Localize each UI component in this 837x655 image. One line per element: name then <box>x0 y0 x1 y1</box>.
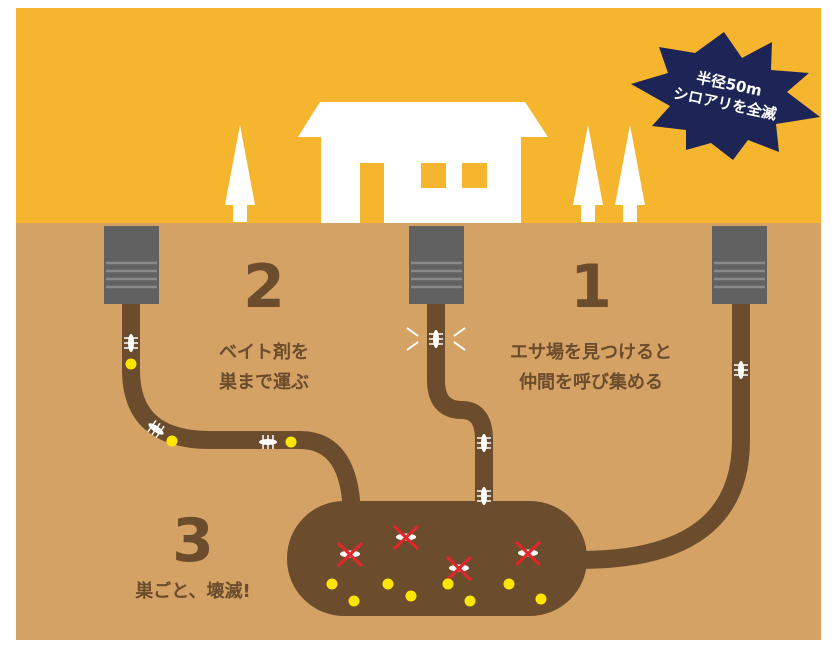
termite-icon <box>734 361 748 379</box>
house-icon <box>298 102 548 223</box>
bait-pellet-icon <box>442 578 454 590</box>
bait-pellet-icon <box>326 578 338 590</box>
termite-icon <box>429 330 443 348</box>
step-3-number: 3 <box>172 506 214 576</box>
tunnels <box>122 291 750 569</box>
trees <box>225 125 645 222</box>
house-window <box>421 163 446 188</box>
bait-pellet-icon <box>348 595 360 607</box>
bait-pellet-icon <box>166 435 178 447</box>
bait-station-icon <box>104 226 159 304</box>
house-door <box>360 163 384 223</box>
step-2-line-2: 巣まで運ぶ <box>218 371 309 393</box>
dead-termite <box>336 541 364 568</box>
nest-bait <box>326 578 547 607</box>
tunnel-left <box>122 291 361 529</box>
step-2-line-1: ベイト剤を <box>219 341 309 363</box>
step-2-number: 2 <box>243 252 285 322</box>
cross-mark-icon <box>514 540 542 567</box>
bait-pellet-icon <box>405 590 417 602</box>
badge: 半径50m シロアリを全滅 <box>631 32 820 160</box>
starburst-badge <box>631 32 820 160</box>
dead-termite <box>445 555 473 582</box>
tunnel-middle <box>427 291 493 521</box>
tree-icon <box>573 125 603 222</box>
bait-pellet-icon <box>464 595 476 607</box>
tunnel-right <box>571 291 750 569</box>
bait-pellet-icon <box>125 358 137 370</box>
carried-bait <box>125 358 297 448</box>
step-3-line-1: 巣ごと、壊滅! <box>134 580 251 602</box>
termites <box>124 330 748 505</box>
dead-termite <box>514 540 542 567</box>
termite-icon <box>477 487 491 505</box>
bait-pellet-icon <box>535 593 547 605</box>
bait-pellet-icon <box>503 578 515 590</box>
termite-icon <box>147 419 165 439</box>
house-window <box>462 163 487 188</box>
cross-mark-icon <box>392 524 420 551</box>
tree-icon <box>615 125 645 222</box>
dead-termite <box>392 524 420 551</box>
step-1-line-2: 仲間を呼び集める <box>519 371 663 393</box>
termite-icon <box>124 334 138 352</box>
cross-mark-icon <box>336 541 364 568</box>
step-1-number: 1 <box>570 252 612 322</box>
sparkle-icon <box>406 327 466 351</box>
bait-pellet-icon <box>382 578 394 590</box>
step-1-line-1: エサ場を見つけると <box>510 342 672 363</box>
bait-pellet-icon <box>285 436 297 448</box>
tree-icon <box>225 125 255 222</box>
bait-station-icon <box>409 226 464 304</box>
termite-icon <box>477 434 491 452</box>
termite-icon <box>259 435 277 449</box>
bait-station-icon <box>712 226 767 304</box>
dead-termites <box>336 524 542 582</box>
cross-mark-icon <box>445 555 473 582</box>
